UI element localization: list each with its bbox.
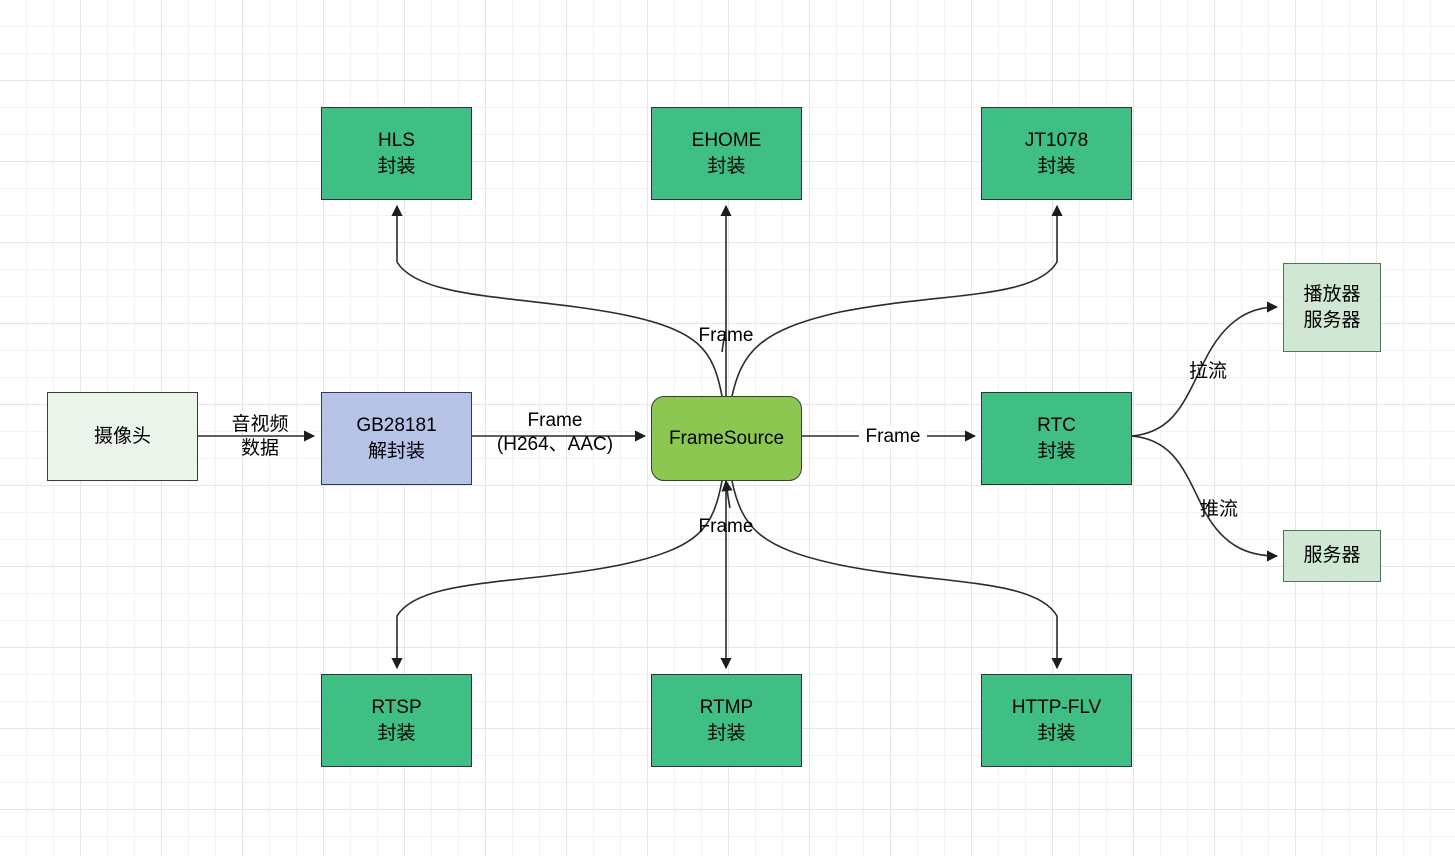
node-http-flv-line-0: HTTP-FLV (1011, 697, 1102, 719)
node-rtmp-line-1: 封装 (707, 722, 746, 744)
node-server[interactable]: 服务器 (1283, 530, 1381, 582)
node-gb28181-line-0: GB28181 (356, 415, 437, 437)
edge-label-frame-h264: Frame (H264、AAC) (487, 409, 623, 458)
node-jt1078[interactable]: JT1078 封装 (981, 107, 1132, 200)
node-rtsp-line-1: 封装 (377, 722, 416, 744)
node-http-flv[interactable]: HTTP-FLV 封装 (981, 674, 1132, 767)
edge-rtc-to-server (1131, 435, 1279, 562)
node-ehome[interactable]: EHOME 封装 (651, 107, 802, 200)
edge-label-push-line-0: 推流 (1199, 499, 1238, 520)
node-rtc-line-0: RTC (1037, 415, 1076, 437)
node-ehome-line-0: EHOME (691, 130, 762, 152)
edge-label-frame-rtc-line-0: Frame (865, 426, 921, 447)
node-hls-line-1: 封装 (377, 155, 416, 177)
edge-label-frame-down-line-0: Frame (698, 516, 754, 537)
node-player-server-line-0: 播放器 (1303, 284, 1361, 306)
node-rtmp-line-0: RTMP (699, 697, 754, 719)
node-jt1078-line-0: JT1078 (1024, 130, 1089, 152)
node-hls-line-0: HLS (378, 130, 415, 152)
node-rtsp[interactable]: RTSP 封装 (321, 674, 472, 767)
edge-label-pull-line-0: 拉流 (1188, 361, 1227, 382)
edge-label-push: 推流 (1196, 498, 1242, 522)
node-jt1078-line-1: 封装 (1037, 155, 1076, 177)
node-player-server-line-1: 服务器 (1303, 309, 1361, 331)
edge-label-av-data: 音视频 数据 (227, 413, 293, 462)
node-gb28181-line-1: 解封装 (367, 440, 425, 462)
node-gb28181[interactable]: GB28181 解封装 (321, 392, 472, 485)
node-rtc[interactable]: RTC 封装 (981, 392, 1132, 485)
edge-framesource-to-jt1078 (731, 204, 1063, 397)
edge-framesource-to-rtsp (391, 480, 723, 670)
edge-label-frame-rtc: Frame (859, 425, 927, 450)
node-rtc-line-1: 封装 (1037, 440, 1076, 462)
edge-framesource-to-hls (391, 204, 723, 397)
node-player-server[interactable]: 播放器 服务器 (1283, 263, 1381, 352)
edge-label-av-data-line-1: 数据 (240, 438, 279, 460)
node-server-line-0: 服务器 (1303, 545, 1361, 567)
node-hls[interactable]: HLS 封装 (321, 107, 472, 200)
edge-label-frame-up: Frame (692, 324, 760, 348)
node-http-flv-line-1: 封装 (1037, 722, 1076, 744)
edge-label-frame-down: Frame (692, 515, 760, 539)
node-rtmp[interactable]: RTMP 封装 (651, 674, 802, 767)
edge-rtsp-return-to-framesource (721, 479, 733, 509)
edge-framesource-to-httpflv (731, 480, 1063, 670)
edge-label-frame-h264-line-1: (H264、AAC) (496, 434, 614, 456)
edge-label-pull: 拉流 (1185, 360, 1231, 384)
node-ehome-line-1: 封装 (707, 155, 746, 177)
node-framesource[interactable]: FrameSource (651, 396, 802, 481)
edge-label-frame-h264-line-0: Frame (527, 410, 583, 431)
node-camera-line-0: 摄像头 (93, 425, 151, 447)
edge-label-av-data-line-0: 音视频 (231, 414, 289, 435)
node-camera[interactable]: 摄像头 (47, 392, 198, 481)
edge-label-frame-up-line-0: Frame (698, 325, 754, 346)
node-framesource-line-0: FrameSource (668, 427, 785, 449)
node-rtsp-line-0: RTSP (371, 697, 422, 719)
